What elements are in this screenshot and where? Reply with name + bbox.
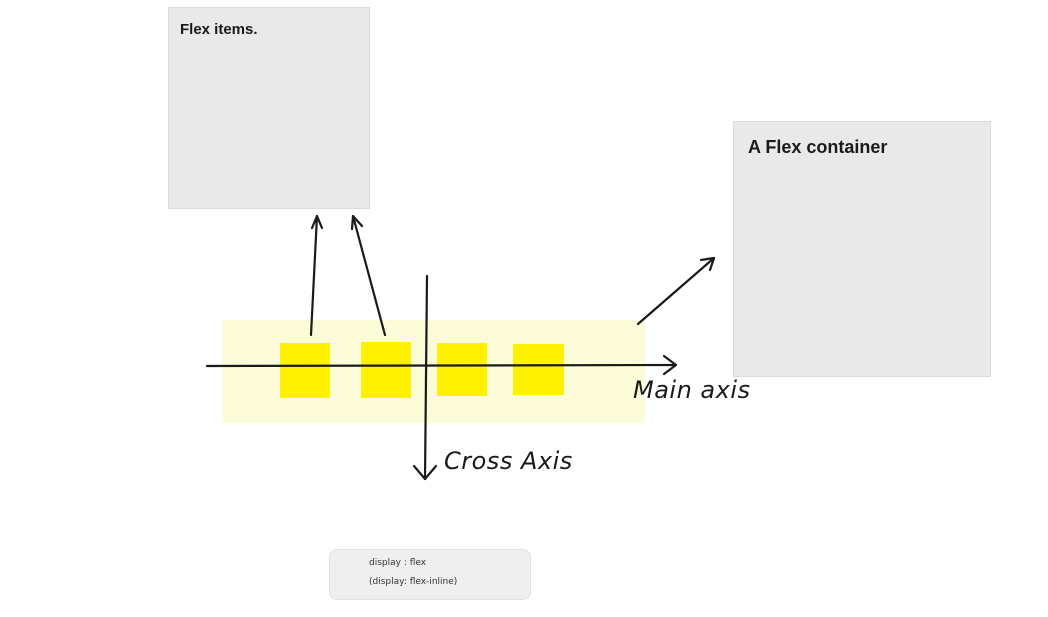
flex-items-title: Flex items.: [180, 21, 258, 38]
flex-container-card: A Flex container: [733, 121, 991, 377]
cross-axis-arrow: [412, 274, 438, 481]
flex-item-1: [280, 343, 330, 398]
flex-item-2: [361, 342, 411, 398]
main-axis-label: Main axis: [633, 376, 751, 404]
pointer-arrow-container: [636, 256, 716, 326]
cross-axis-label: Cross Axis: [444, 447, 573, 475]
flex-items-card: Flex items.: [168, 7, 370, 209]
pointer-arrow-item-2: [350, 214, 387, 337]
flex-item-3: [437, 343, 487, 396]
pointer-arrow-item-1: [309, 214, 324, 337]
code-line-display-flex: display : flex: [369, 558, 427, 568]
main-axis-arrow: [205, 354, 678, 376]
code-line-display-flex-inline: (display: flex-inline): [369, 577, 458, 587]
flex-container-title: A Flex container: [748, 137, 888, 157]
display-code-note: display : flex (display: flex-inline): [329, 549, 531, 600]
flex-item-4: [513, 344, 564, 395]
